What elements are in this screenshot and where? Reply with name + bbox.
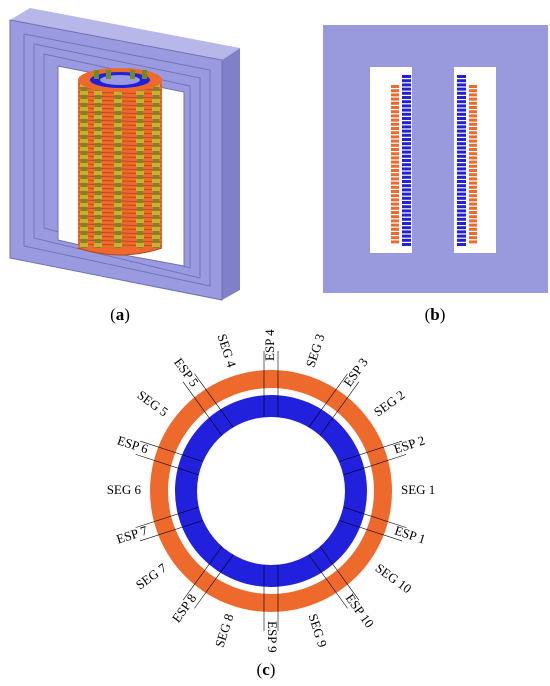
caption-a: (a)	[110, 305, 130, 324]
spacer-boundary-line	[139, 440, 203, 462]
seg-label: SEG 2	[371, 387, 408, 419]
esp-label: ESP 9	[265, 621, 280, 653]
spacer-boundary-line	[139, 520, 203, 542]
esp-label: ESP 4	[262, 329, 277, 361]
inner-winding-ring	[175, 395, 367, 587]
spacer-boundary-line	[319, 381, 360, 436]
spacer-boundary-line	[308, 373, 348, 428]
spacer-boundary-line	[343, 454, 407, 476]
seg-label: SEG 9	[305, 612, 330, 649]
spacer-boundary-line	[339, 520, 403, 542]
panel-b-cross-section	[323, 25, 548, 293]
coil-3d	[77, 68, 163, 256]
seg-label: SEG 3	[303, 332, 328, 369]
spacer-boundary-line	[182, 546, 223, 601]
caption-c: (c)	[256, 660, 276, 679]
spacer-boundary-line	[135, 506, 199, 528]
seg-label: SEG 1	[401, 482, 435, 497]
seg-label: SEG 4	[215, 332, 240, 370]
seg-label: SEG 7	[133, 560, 170, 593]
spacer-boundary-line	[135, 454, 199, 476]
esp-label: ESP 6	[115, 432, 150, 456]
seg-label: SEG 5	[135, 387, 172, 419]
caption-b: (b)	[424, 305, 446, 324]
spacer-boundary-line	[339, 440, 403, 462]
esp-label: ESP 5	[171, 355, 202, 389]
seg-label: SEG 6	[107, 482, 142, 497]
spacer-boundary-line	[194, 554, 234, 609]
spacer-boundary-line	[182, 381, 223, 436]
seg-label: SEG 8	[212, 612, 237, 649]
esp-label: ESP 10	[343, 591, 378, 631]
panel-a-transformer-3d	[9, 8, 240, 301]
esp-label: ESP 7	[114, 522, 149, 546]
esp-label: ESP 3	[340, 355, 371, 389]
seg-label: SEG 10	[373, 560, 415, 596]
esp-label: ESP 2	[392, 432, 427, 456]
spacer-boundary-line	[343, 506, 407, 528]
spacer-boundary-line	[319, 546, 360, 601]
spacer-boundary-line	[194, 373, 234, 428]
spacer-boundary-line	[308, 554, 348, 609]
core-section	[323, 25, 548, 293]
esp-label: ESP 1	[393, 523, 428, 547]
